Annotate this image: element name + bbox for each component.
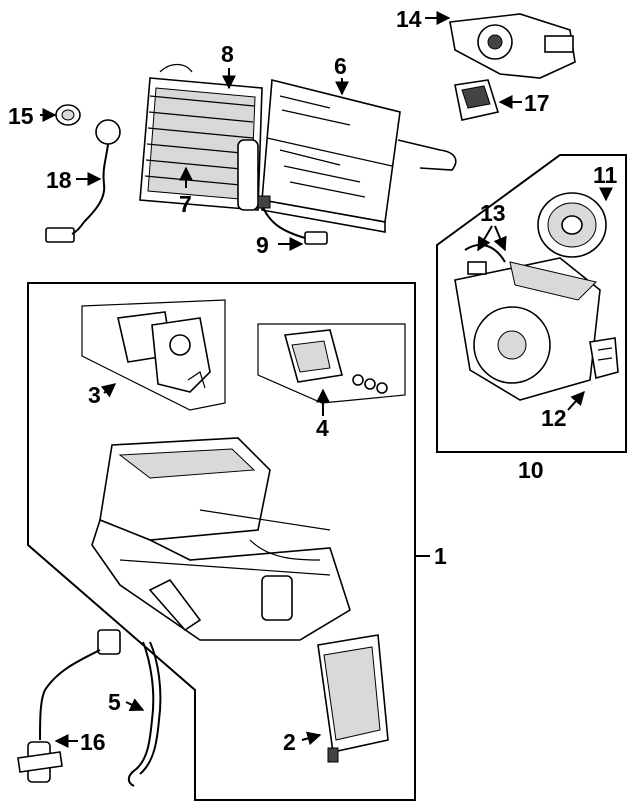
callout-11: 11 — [593, 162, 618, 188]
callout-17: 17 — [524, 90, 550, 116]
callout-10: 10 — [518, 457, 544, 483]
callout-4: 4 — [316, 415, 329, 441]
blower-motor-fan — [537, 192, 607, 258]
callout-5: 5 — [108, 689, 121, 715]
blower-group-box — [436, 154, 627, 453]
evaporator-core — [139, 63, 263, 211]
callout-9: 9 — [256, 232, 269, 258]
control-unit — [449, 13, 576, 79]
callout-13: 13 — [480, 200, 506, 226]
hvac-case — [91, 437, 351, 641]
callout-12: 12 — [541, 405, 567, 431]
callout-2: 2 — [283, 729, 296, 755]
inset-box-4 — [257, 323, 406, 404]
callout-3: 3 — [88, 382, 101, 408]
blower-assembly — [454, 257, 601, 401]
sensor — [45, 119, 121, 243]
evaporator-case — [261, 78, 457, 233]
callout-8: 8 — [221, 41, 234, 67]
callout-16: 16 — [80, 729, 106, 755]
clip — [55, 104, 81, 126]
control-module — [317, 634, 389, 763]
inset-box-3 — [81, 299, 226, 411]
mode-actuator — [117, 311, 211, 393]
callout-6: 6 — [334, 53, 347, 79]
blower-resistor — [589, 337, 619, 380]
callout-18: 18 — [46, 167, 72, 193]
main-assembly-box — [27, 282, 416, 801]
recirc-actuator — [283, 329, 388, 394]
callout-14: 14 — [396, 6, 422, 32]
blower-harness — [464, 243, 506, 275]
harness-bracket — [17, 629, 121, 783]
thermistor-lead — [257, 195, 328, 245]
callout-1: 1 — [434, 543, 447, 569]
hose — [127, 641, 162, 787]
callout-7: 7 — [179, 191, 192, 217]
leader-lines — [40, 11, 613, 748]
switch — [454, 79, 500, 121]
callout-15: 15 — [8, 103, 34, 129]
